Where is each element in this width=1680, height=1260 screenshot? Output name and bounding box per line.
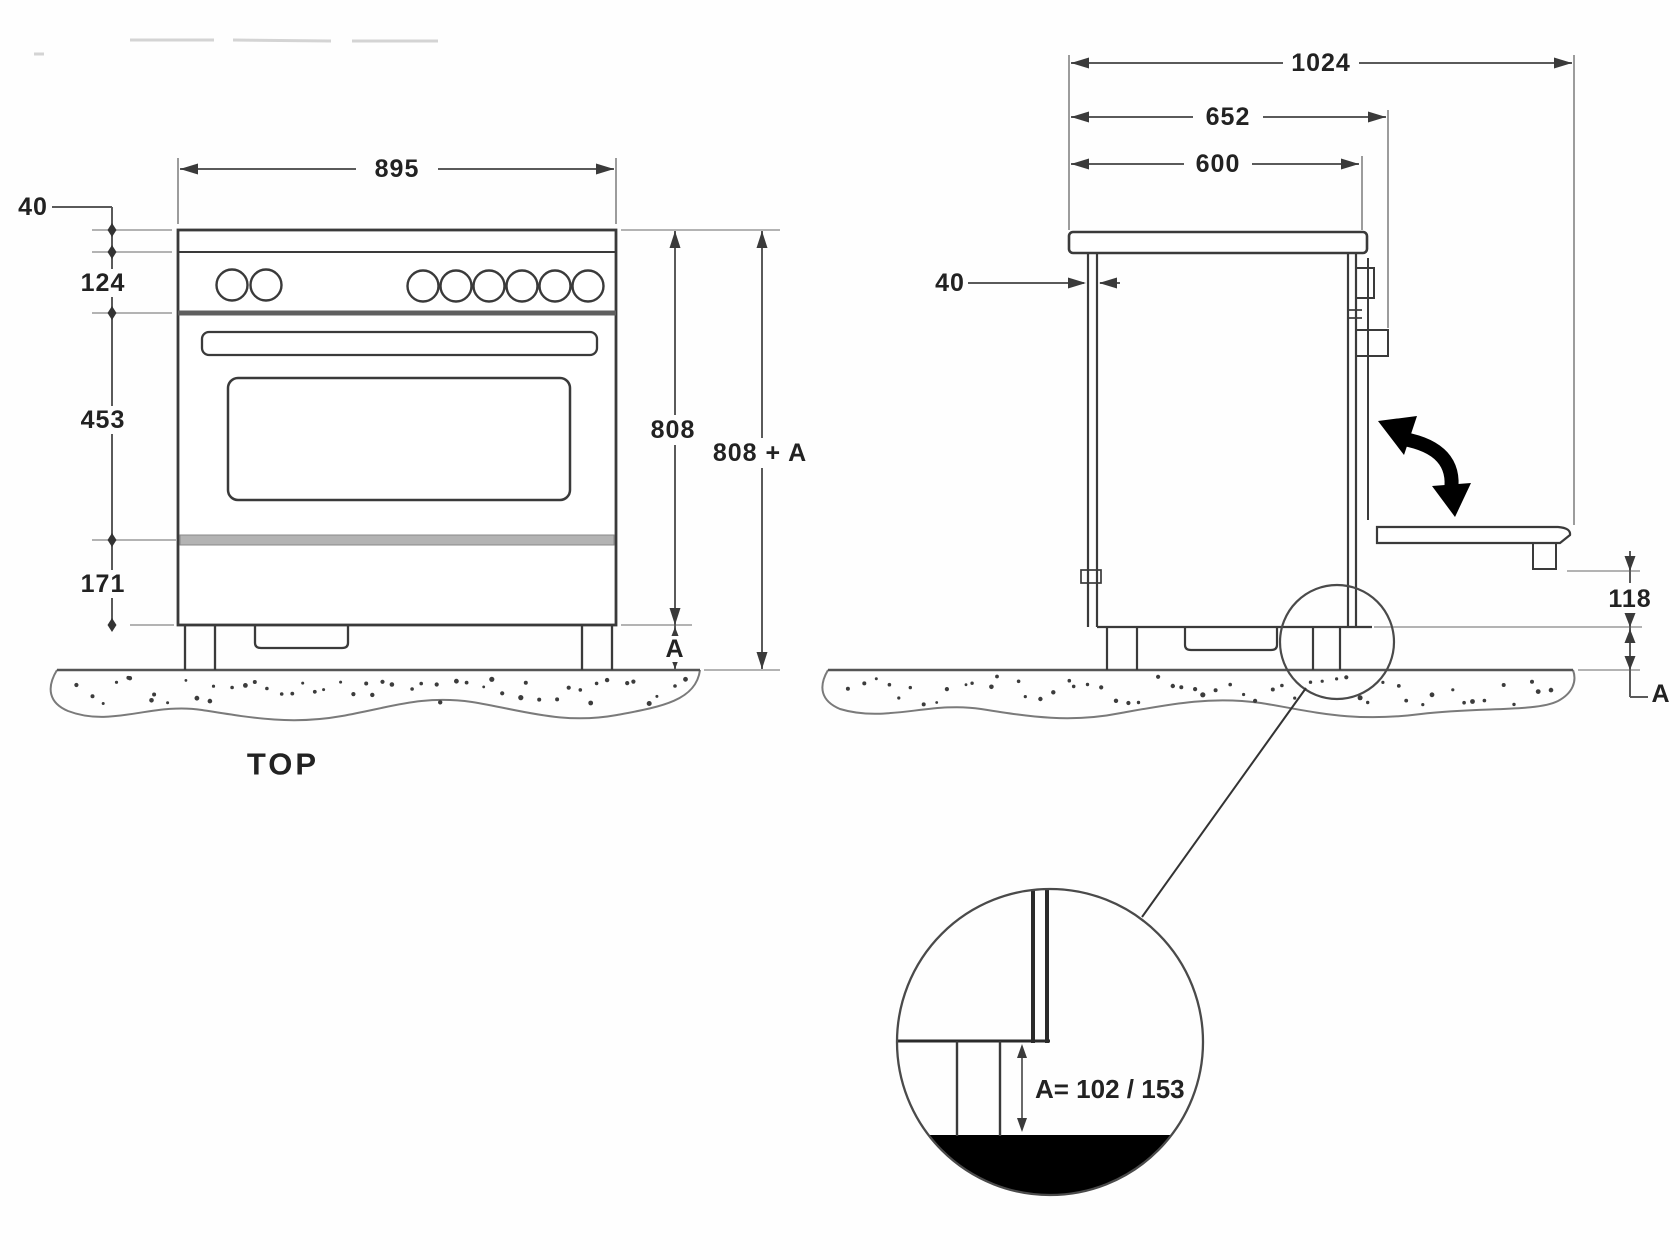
front-ground — [49, 668, 701, 722]
front-width-dimension: 895 — [177, 155, 617, 224]
plinth-recess — [253, 626, 350, 650]
side-plinth-recess — [1183, 628, 1279, 652]
side-clearance-dim-label: 118 — [1608, 585, 1651, 613]
front-oven-door-dim-label: 453 — [81, 406, 126, 434]
front-cooker-body — [176, 228, 618, 670]
side-depth-open-dim-label: 1024 — [1291, 49, 1351, 77]
front-legs — [183, 625, 614, 670]
side-legs — [1105, 627, 1342, 670]
front-base-dim-label: 171 — [81, 570, 126, 598]
detail-leader-line — [1141, 687, 1307, 918]
knob-icons — [215, 268, 605, 303]
front-top-strip-dim-label: 40 — [18, 193, 48, 221]
front-height-dim-label: 808 — [651, 416, 696, 444]
door-handle-side — [1532, 542, 1557, 570]
door-swing-arrow-icon — [1378, 416, 1471, 517]
side-view: 1024 652 600 40 118 — [821, 49, 1670, 918]
side-depth-body-dim-label: 600 — [1196, 150, 1241, 178]
side-wall-dimension: 40 — [935, 269, 1120, 297]
side-clearance-dimensions: 118 A — [1374, 551, 1670, 708]
detail-callout-circle — [1278, 583, 1396, 701]
front-view-caption: TOP — [247, 747, 319, 782]
detail-view: A= 102 / 153 — [895, 887, 1205, 1197]
detail-foot-range-label: A= 102 / 153 — [1035, 1074, 1185, 1104]
front-foot-dim-label: A — [665, 635, 684, 663]
front-control-panel-dim-label: 124 — [81, 269, 126, 297]
front-left-dimension-chain: 40 124 453 171 — [18, 193, 176, 632]
oven-handle — [200, 330, 599, 357]
side-depth-handle-dim-label: 652 — [1206, 103, 1251, 131]
side-depth-dimensions: 1024 652 600 — [1068, 49, 1575, 525]
front-width-dim-label: 895 — [375, 155, 420, 183]
door-bottom-band — [179, 534, 615, 546]
side-foot-dim-label: A — [1651, 680, 1670, 708]
scan-artifacts — [34, 38, 438, 56]
front-total-height-dim-label: 808 + A — [713, 439, 807, 467]
detail-magnifier-circle — [895, 887, 1205, 1197]
side-cooker-body — [1067, 230, 1572, 670]
oven-window — [226, 376, 572, 502]
front-height-dimensions: 808 808 + A A — [621, 229, 816, 671]
chain-tick-marks — [107, 223, 117, 632]
worktop — [1067, 230, 1369, 255]
side-ground — [821, 668, 1576, 720]
upper-hinge — [1355, 267, 1375, 299]
front-view: 895 40 124 453 — [18, 155, 816, 782]
open-door — [1375, 525, 1572, 545]
side-wall-dim-label: 40 — [935, 269, 965, 297]
lower-hinge — [1355, 329, 1389, 357]
